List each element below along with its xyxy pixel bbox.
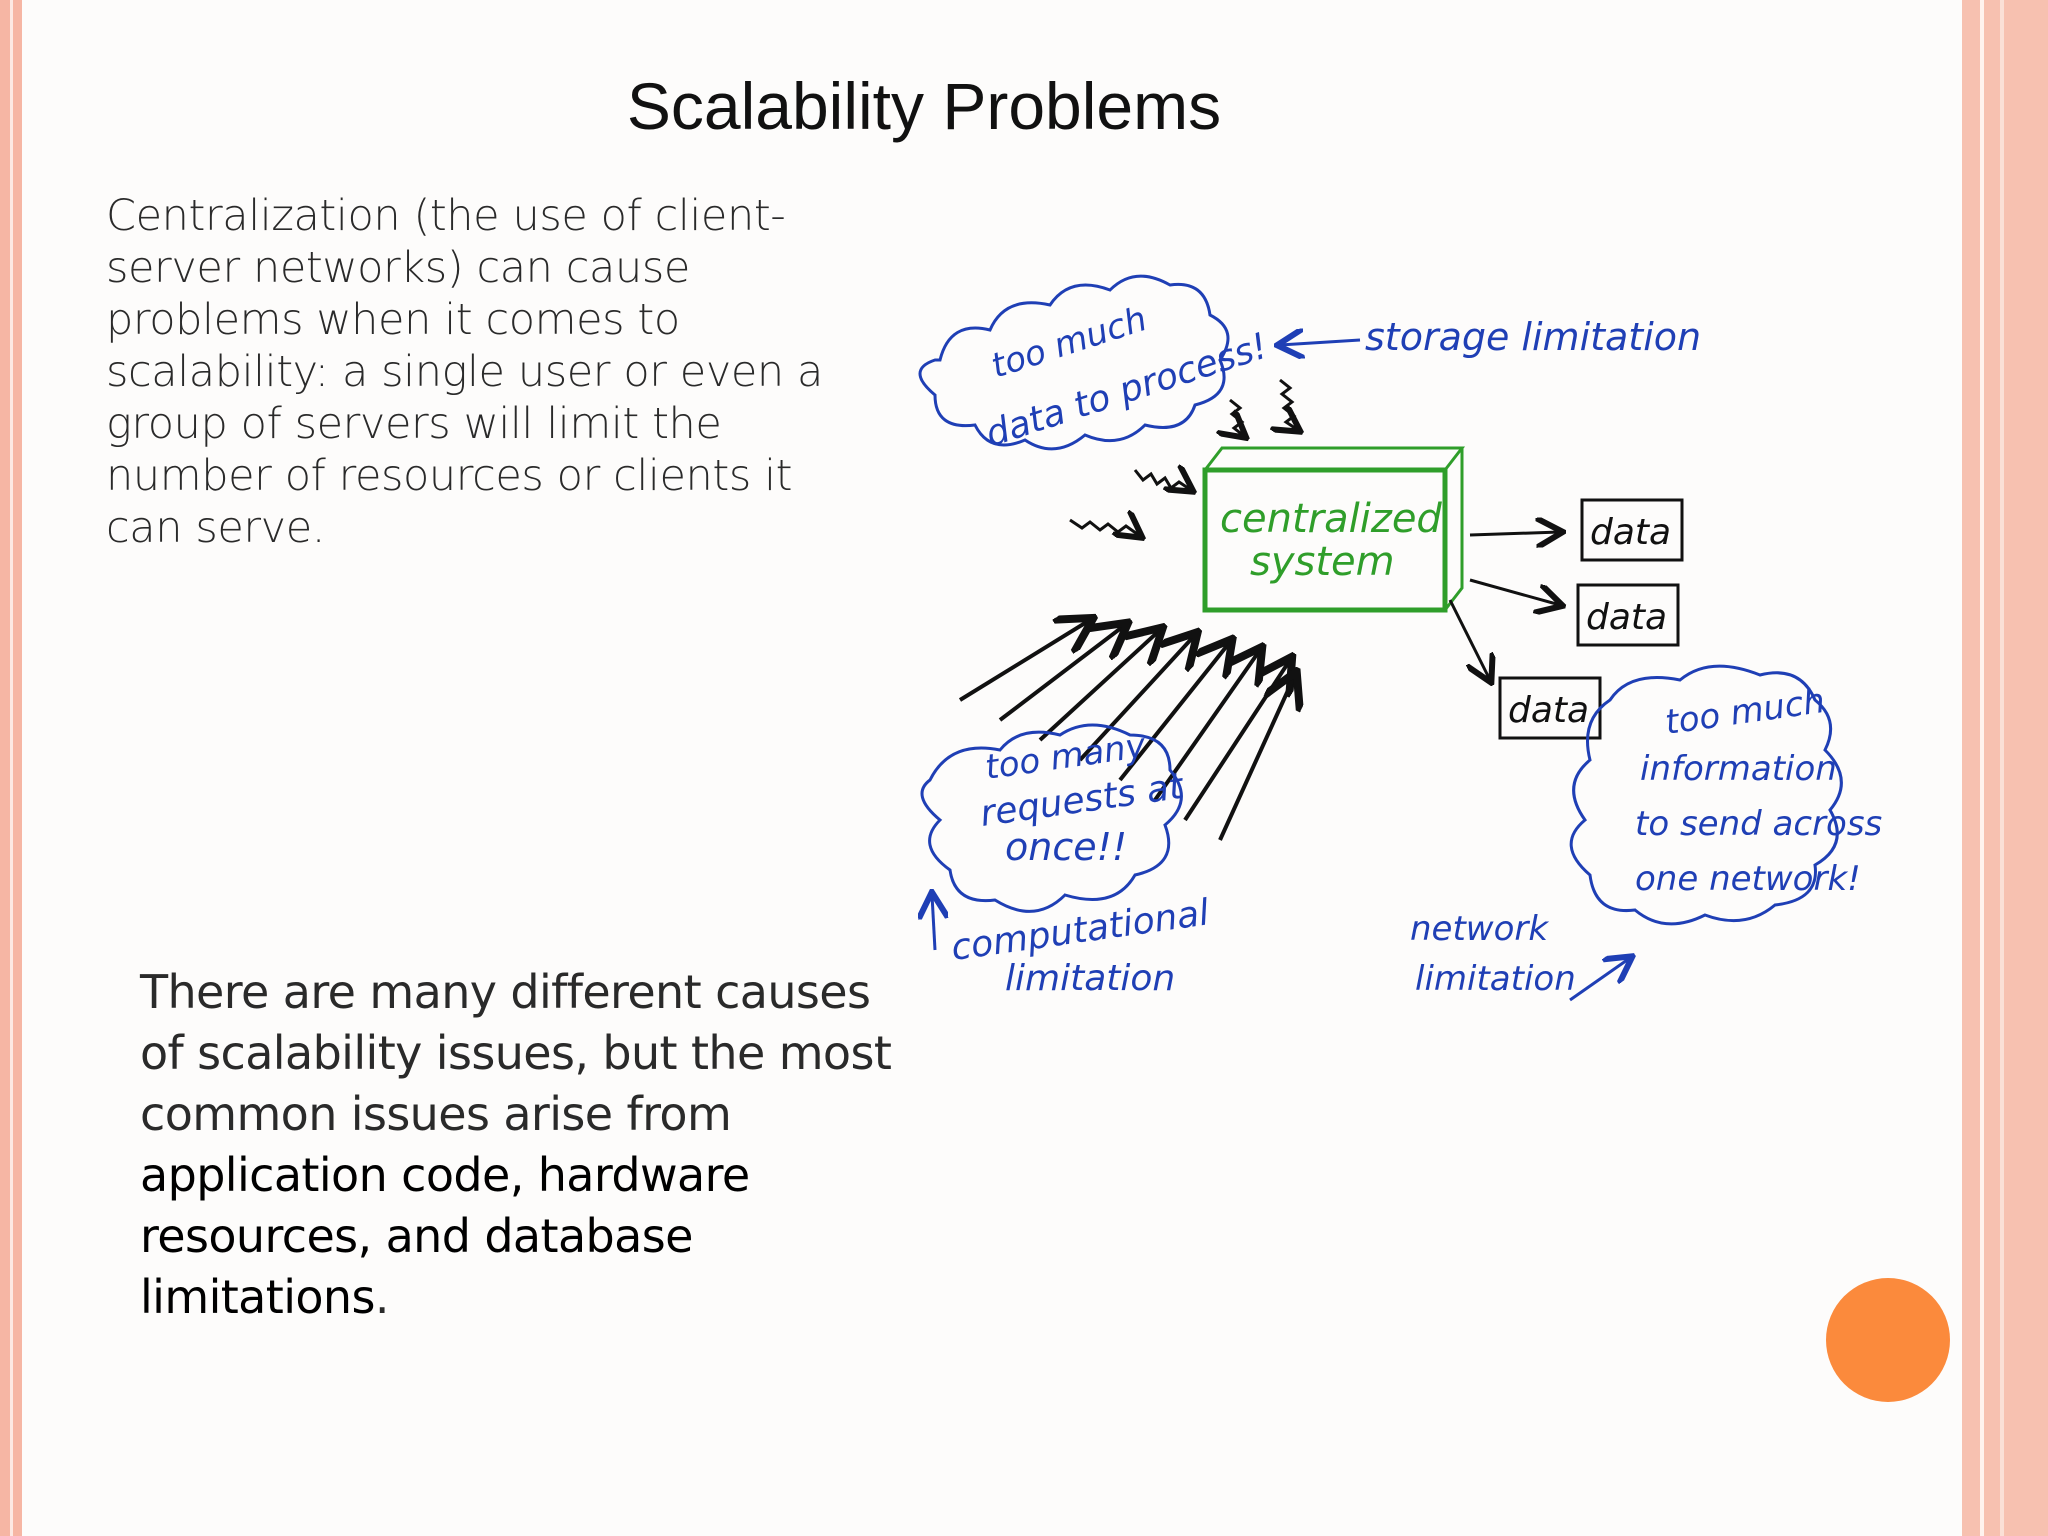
cloud-top: too much data to process! <box>918 274 1273 455</box>
cloud-right-line1: too much <box>1663 681 1828 743</box>
causes-end: . <box>374 1270 390 1324</box>
computational-limitation-label: computational limitation <box>932 892 1212 999</box>
data-label-1: data <box>1590 512 1671 553</box>
cloud-right-line2: information <box>1640 749 1837 789</box>
data-label-2: data <box>1586 597 1667 638</box>
slide-title: Scalability Problems <box>626 69 1222 143</box>
cloud-right: too much information to send across one … <box>1569 664 1882 926</box>
cloud-left: too many requests at once!! <box>920 723 1187 913</box>
causes-text: There are many different causes of scala… <box>140 965 892 1141</box>
orange-circle-decoration <box>1826 1278 1950 1402</box>
cloud-right-line4: one network! <box>1635 859 1861 899</box>
computational-line2: limitation <box>1005 958 1175 999</box>
cloud-left-line3: once!! <box>1005 825 1127 869</box>
scalability-sketch-diagram: too much data to process! storage limita… <box>910 274 1882 1002</box>
central-box-line1: centralized <box>1220 496 1442 542</box>
squiggle-arrows <box>1069 378 1298 536</box>
storage-limitation-text: storage limitation <box>1365 315 1701 359</box>
network-limitation-label: network limitation <box>1410 909 1630 1002</box>
intro-paragraph: Centralization (the use of client-server… <box>106 191 823 553</box>
cloud-right-line3: to send across <box>1635 804 1882 844</box>
causes-paragraph: There are many different causes of scala… <box>140 962 920 1328</box>
storage-limitation-label: storage limitation <box>1280 315 1701 359</box>
data-label-3: data <box>1508 690 1589 731</box>
network-line2: limitation <box>1415 959 1576 999</box>
network-line1: network <box>1410 909 1549 949</box>
request-arrows <box>958 620 1295 841</box>
central-box-line2: system <box>1250 539 1395 585</box>
right-decorative-border <box>1962 0 2048 1536</box>
centralized-system-box: centralized system <box>1202 446 1466 613</box>
left-decorative-border <box>0 0 22 1536</box>
causes-emphasis: application code, hardware resources, an… <box>140 1148 750 1324</box>
